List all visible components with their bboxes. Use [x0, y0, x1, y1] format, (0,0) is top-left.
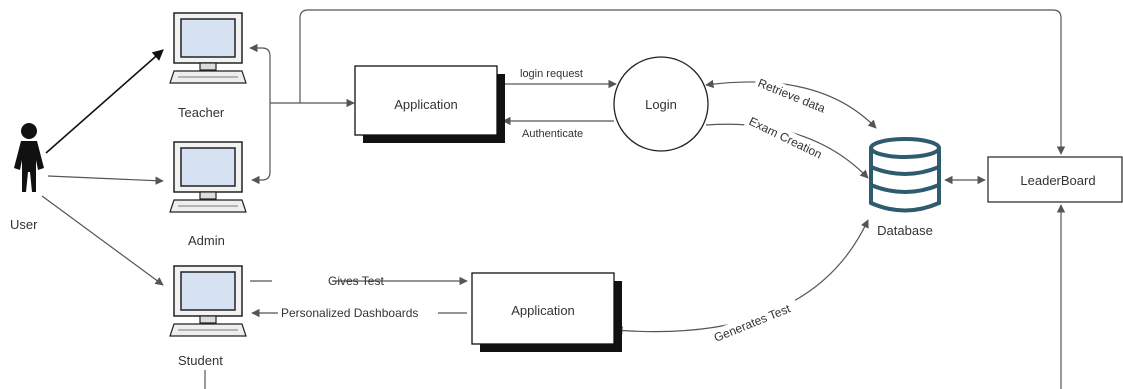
label-personalized-dashboards: Personalized Dashboards — [281, 306, 418, 320]
admin-label: Admin — [188, 233, 225, 248]
teacher-label: Teacher — [178, 105, 225, 120]
user-icon — [14, 123, 44, 192]
database-icon — [869, 137, 941, 213]
teacher-computer-icon — [169, 12, 247, 84]
edge-top-loop-leaderboard — [299, 9, 1066, 155]
login-label: Login — [645, 97, 677, 112]
edge-bracket-admin — [251, 100, 271, 185]
edge-user-admin — [47, 175, 164, 185]
label-authenticate: Authenticate — [522, 128, 583, 140]
application-bottom-label: Application — [511, 303, 575, 318]
label-generates-test: Generates Test — [712, 301, 793, 345]
application-top-box — [354, 65, 505, 143]
label-retrieve-data: Retrieve data — [756, 76, 828, 116]
label-gives-test: Gives Test — [328, 274, 384, 288]
leaderboard-box — [987, 156, 1123, 203]
edge-user-teacher — [45, 49, 164, 154]
application-bottom-box — [471, 272, 622, 352]
label-exam-creation: Exam Creation — [747, 114, 824, 161]
user-label: User — [10, 217, 38, 232]
application-top-label: Application — [394, 97, 458, 112]
leaderboard-label: LeaderBoard — [1020, 173, 1095, 188]
edge-exam-creation — [705, 123, 869, 179]
edge-retrieve-data — [705, 79, 877, 129]
edge-user-student — [41, 195, 164, 286]
login-circle — [613, 56, 709, 152]
edge-bracket-teacher — [249, 43, 271, 100]
student-label: Student — [178, 353, 223, 368]
database-label: Database — [877, 223, 933, 238]
student-computer-icon — [169, 265, 247, 337]
label-login-request: login request — [520, 68, 583, 80]
admin-computer-icon — [169, 141, 247, 213]
edge-generates-test — [614, 219, 869, 335]
